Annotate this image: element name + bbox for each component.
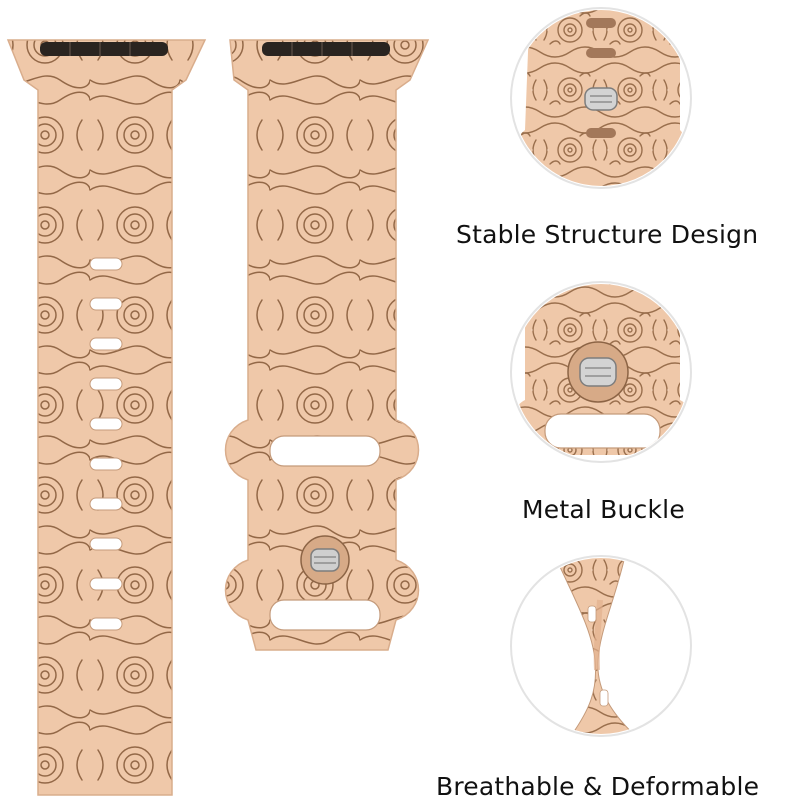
twisted-band-closeup (510, 555, 692, 737)
feature-caption-buckle: Metal Buckle (522, 495, 685, 524)
metal-buckle (300, 535, 350, 585)
feature-caption-breathable: Breathable & Deformable (436, 772, 760, 801)
buckle-strap (224, 39, 430, 651)
buckle-closeup (510, 281, 692, 463)
left-strap (6, 39, 207, 796)
middle-lug (262, 42, 390, 56)
feature-caption-structure: Stable Structure Design (456, 220, 759, 249)
strap-holes (89, 257, 123, 631)
structure-closeup (510, 7, 692, 189)
left-lug (40, 42, 168, 56)
keeper-loop (269, 599, 381, 631)
keeper-loop (269, 435, 381, 467)
